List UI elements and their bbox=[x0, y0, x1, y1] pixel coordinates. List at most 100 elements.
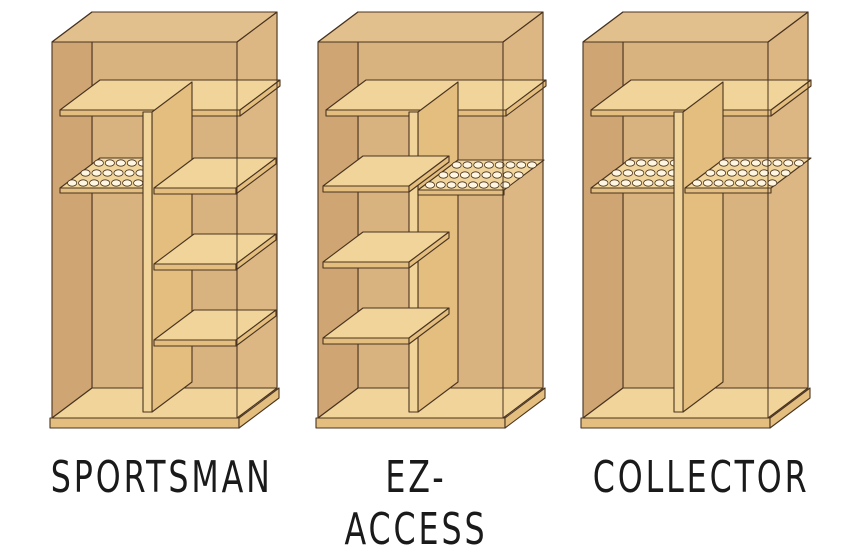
gun-rack-right-notch bbox=[726, 169, 737, 177]
shelf-2-front bbox=[153, 263, 237, 271]
gun-rack-right-notch bbox=[767, 179, 778, 187]
gun-rack-notch bbox=[133, 179, 144, 187]
edge-top-left bbox=[582, 11, 624, 43]
gun-rack-left-notch bbox=[620, 179, 631, 187]
cabinet-collector bbox=[580, 11, 812, 429]
divider bbox=[673, 111, 684, 413]
gun-rack-notch bbox=[505, 161, 516, 169]
gun-rack-left-notch bbox=[624, 159, 636, 167]
left-panel bbox=[51, 11, 93, 419]
gun-rack-notch bbox=[91, 169, 102, 177]
gun-rack-left-notch bbox=[658, 159, 669, 167]
gun-rack-left-notch bbox=[654, 179, 665, 187]
top-shelf-side bbox=[770, 79, 812, 117]
divider bbox=[142, 111, 153, 413]
gun-rack-notch bbox=[78, 179, 89, 187]
shelf-2-side bbox=[408, 231, 450, 269]
gun-rack-right-notch bbox=[794, 159, 804, 167]
gun-rack-right-notch bbox=[713, 179, 724, 187]
gun-rack-notch bbox=[478, 181, 489, 189]
edge-top-left bbox=[51, 11, 93, 43]
shelf-2-front bbox=[322, 261, 410, 269]
gun-rack-left-notch bbox=[598, 179, 609, 187]
left-panel bbox=[317, 11, 359, 419]
gun-rack-notch bbox=[470, 171, 481, 179]
gun-rack-right-notch bbox=[780, 169, 791, 177]
base-front bbox=[580, 417, 771, 429]
gun-rack-right-notch bbox=[756, 179, 767, 187]
cabinet-diagram bbox=[49, 11, 812, 429]
gun-rack-right-notch bbox=[735, 179, 745, 187]
gun-rack-notch bbox=[527, 161, 537, 169]
right-panel bbox=[236, 11, 278, 419]
gun-rack-notch bbox=[481, 171, 492, 179]
gun-rack-right-notch bbox=[783, 159, 794, 167]
gun-rack-notch bbox=[100, 179, 111, 187]
gun-rack-left-notch bbox=[631, 179, 643, 187]
gun-rack-notch bbox=[492, 171, 503, 179]
gun-rack-notch bbox=[449, 171, 460, 179]
shelf-3-front bbox=[153, 339, 237, 347]
base-front bbox=[315, 417, 506, 429]
gun-rack-left-notch bbox=[647, 159, 658, 167]
gun-rack-left-front bbox=[590, 187, 682, 194]
gun-rack-notch bbox=[425, 181, 435, 189]
left-panel bbox=[582, 11, 624, 419]
gun-rack-notch bbox=[494, 161, 505, 169]
right-panel bbox=[502, 11, 544, 419]
base-front bbox=[49, 417, 240, 429]
gun-rack-right-front bbox=[684, 187, 772, 194]
gun-rack-notch bbox=[122, 179, 133, 187]
shelf-1-front bbox=[153, 187, 237, 195]
gun-rack-notch bbox=[67, 179, 78, 187]
gun-rack-left-notch bbox=[609, 179, 620, 187]
shelf-1-side bbox=[235, 157, 277, 195]
gun-rack-right-notch bbox=[751, 159, 761, 167]
gun-rack-right-notch bbox=[724, 179, 735, 187]
gun-rack-right-notch bbox=[748, 169, 759, 177]
gun-rack-notch bbox=[111, 179, 122, 187]
gun-rack-left-notch bbox=[634, 169, 645, 177]
gun-rack-notch bbox=[124, 169, 135, 177]
gun-rack-notch bbox=[468, 181, 478, 189]
gun-rack-notch bbox=[457, 181, 468, 189]
base-side bbox=[238, 387, 280, 429]
gun-rack-notch bbox=[502, 171, 513, 179]
gun-rack-right-notch bbox=[745, 179, 756, 187]
gun-rack-right-notch bbox=[729, 159, 740, 167]
gun-rack-left-notch bbox=[643, 179, 654, 187]
gun-rack-right-notch bbox=[769, 169, 780, 177]
gun-rack-notch bbox=[446, 181, 457, 189]
gun-rack-notch bbox=[438, 171, 449, 179]
gun-rack-front bbox=[59, 187, 149, 194]
gun-rack-notch bbox=[473, 161, 484, 169]
shelf-1-side bbox=[408, 155, 450, 193]
edge-top-left bbox=[317, 11, 359, 43]
gun-rack-notch bbox=[104, 159, 115, 167]
gun-rack-notch bbox=[513, 171, 524, 179]
shelf-1-front bbox=[322, 185, 410, 193]
gun-rack-notch bbox=[462, 161, 473, 169]
caption-ez-access: EZ-ACCESS bbox=[344, 452, 488, 555]
gun-rack-left-notch bbox=[656, 169, 667, 177]
gun-rack-notch bbox=[93, 159, 104, 167]
top-shelf-side bbox=[239, 79, 281, 117]
gun-rack-notch bbox=[451, 161, 462, 169]
gun-rack-right-notch bbox=[761, 159, 772, 167]
gun-rack-notch bbox=[115, 159, 126, 167]
edge-top-right bbox=[236, 11, 278, 43]
gun-rack-notch bbox=[516, 161, 527, 169]
cabinet-ez-access bbox=[315, 11, 547, 429]
gun-rack-notch bbox=[435, 181, 446, 189]
gun-rack-left-notch bbox=[622, 169, 634, 177]
gun-rack-notch bbox=[500, 181, 511, 189]
shelf-2-side bbox=[235, 233, 277, 271]
gun-rack-notch bbox=[489, 181, 500, 189]
gun-rack-right-notch bbox=[737, 169, 748, 177]
gun-rack-right-notch bbox=[702, 179, 713, 187]
cabinet-sportsman bbox=[49, 11, 281, 429]
divider-face bbox=[682, 81, 724, 413]
gun-rack-right-notch bbox=[692, 179, 702, 187]
shelf-3-side bbox=[408, 307, 450, 345]
top-shelf-side bbox=[505, 79, 547, 117]
